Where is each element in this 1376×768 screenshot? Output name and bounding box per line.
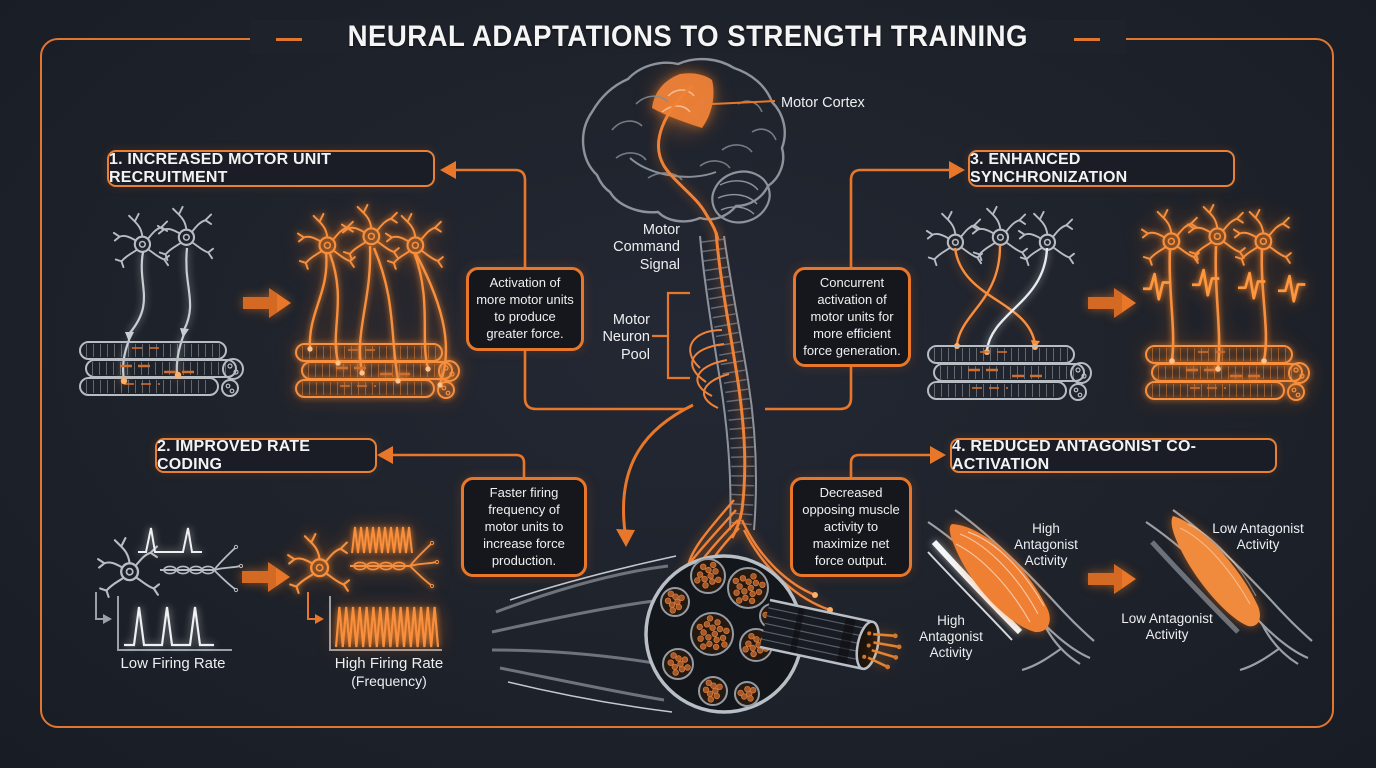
descending-tract xyxy=(714,231,747,539)
neuron-icon xyxy=(156,205,215,262)
high-firing-rate-line2: (Frequency) xyxy=(351,673,427,689)
inset-axis xyxy=(117,596,232,651)
low-firing-rate-label: Low Firing Rate xyxy=(120,655,226,672)
motor-neuron-pool-label: Motor Neuron Pool xyxy=(602,312,650,363)
crossing-axons xyxy=(953,245,1049,351)
high-antagonist-bottom-label: High Antagonist Activity xyxy=(919,613,983,661)
section2-note: Faster firing frequency of motor units t… xyxy=(461,477,587,578)
brain-outline xyxy=(581,57,786,223)
low-rate-spikes xyxy=(124,606,214,647)
synapse-dots xyxy=(307,346,443,388)
section3-header: 3. ENHANCED SYNCHRONIZATION xyxy=(968,150,1235,187)
synchronized-axons xyxy=(1168,245,1268,369)
section1-header: 1. INCREASED MOTOR UNIT RECRUITMENT xyxy=(107,150,435,187)
nerve-bundle-cross-section xyxy=(491,554,902,714)
arrow-right-icon xyxy=(242,562,290,592)
page-title: NEURAL ADAPTATIONS TO STRENGTH TRAINING xyxy=(347,20,1029,53)
high-firing-rate-label: High Firing Rate (Frequency) xyxy=(313,655,465,690)
section4-after-arm xyxy=(1145,509,1313,672)
muscle-tail xyxy=(491,555,677,713)
cortex-gyri xyxy=(661,89,695,113)
neuron-icon xyxy=(96,536,161,599)
cerebellum xyxy=(711,170,771,224)
arrow-right-icon xyxy=(243,288,291,318)
inset-axis xyxy=(329,596,442,651)
muscle-fiber-icon xyxy=(928,346,1091,400)
arrowhead-to-section2 xyxy=(377,446,393,464)
antagonist-muscle-high xyxy=(931,539,1023,635)
section2-before-illustration xyxy=(95,527,244,651)
arrowhead-to-section4 xyxy=(930,446,946,464)
section1-note: Activation of more motor units to produc… xyxy=(466,267,584,351)
section1-before-illustration xyxy=(80,205,243,396)
high-rate-spikes xyxy=(334,606,440,648)
axon-myelinated xyxy=(160,544,244,593)
section4-before-arm xyxy=(927,509,1095,672)
section3-note: Concurrent activation of motor units for… xyxy=(793,267,911,368)
motor-command-signal-label: Motor Command Signal xyxy=(613,222,680,273)
arrowhead-command-down xyxy=(616,529,635,547)
sparse-spike-train xyxy=(138,527,202,553)
fascicles xyxy=(660,558,785,707)
axon-arrowhead xyxy=(180,328,189,338)
nerve-cylinder xyxy=(759,598,902,671)
neuron-icon xyxy=(925,210,984,267)
section3-before-illustration xyxy=(925,205,1091,400)
motor-neuron-pool-fibers xyxy=(689,329,730,409)
neuron-icon xyxy=(286,532,351,595)
pointer-bracket xyxy=(307,592,318,620)
title-right-dash xyxy=(1073,38,1100,42)
sync-spike-icons xyxy=(1141,268,1307,303)
arrow-right-icon xyxy=(1088,288,1136,318)
muscle-striations xyxy=(955,531,1045,623)
title-left-dash xyxy=(276,38,303,42)
motor-neuron-pool-bracket xyxy=(652,291,690,380)
high-firing-rate-line1: High Firing Rate xyxy=(334,655,444,672)
motor-cortex-label: Motor Cortex xyxy=(781,95,865,111)
muscle-striations xyxy=(1179,523,1257,605)
section4-header: 4. REDUCED ANTAGONIST CO-ACTIVATION xyxy=(950,438,1277,473)
arrowhead-to-section3 xyxy=(949,161,965,179)
agonist-muscle xyxy=(949,524,1050,633)
agonist-muscle xyxy=(1171,516,1260,627)
arrow-right-icon xyxy=(1088,564,1136,594)
axon-myelinated xyxy=(350,540,440,589)
muscle-fiber-icon xyxy=(80,342,243,396)
brain-illustration xyxy=(581,57,786,241)
section4-note: Decreased opposing muscle activity to ma… xyxy=(790,477,912,578)
title-row: NEURAL ADAPTATIONS TO STRENGTH TRAINING xyxy=(0,20,1376,54)
nerve-fiber-ends xyxy=(862,631,902,670)
muscle-fiber-icon xyxy=(296,344,459,398)
section3-after-illustration xyxy=(1141,203,1309,400)
muscle-fiber-icon xyxy=(1146,346,1309,400)
low-antagonist-top-label: Low Antagonist Activity xyxy=(1212,521,1304,553)
axon-arrowhead xyxy=(125,332,134,342)
arrowhead-to-section1 xyxy=(440,161,456,179)
section2-header: 2. IMPROVED RATE CODING xyxy=(155,438,377,473)
section2-after-illustration xyxy=(286,526,442,651)
antagonist-muscle-low xyxy=(1150,540,1240,634)
flow-connectors xyxy=(377,161,965,547)
motor-cortex-leader-line xyxy=(711,100,776,105)
pointer-bracket xyxy=(95,592,106,620)
nerve-fiber-tips xyxy=(867,632,900,669)
dense-spike-train xyxy=(351,526,413,554)
low-antagonist-bottom-label: Low Antagonist Activity xyxy=(1121,611,1213,643)
section1-after-illustration xyxy=(296,203,459,398)
axons xyxy=(308,245,448,385)
command-signal-path xyxy=(657,84,720,241)
high-antagonist-top-label: High Antagonist Activity xyxy=(1014,521,1078,569)
synapse-dots xyxy=(1169,358,1267,372)
